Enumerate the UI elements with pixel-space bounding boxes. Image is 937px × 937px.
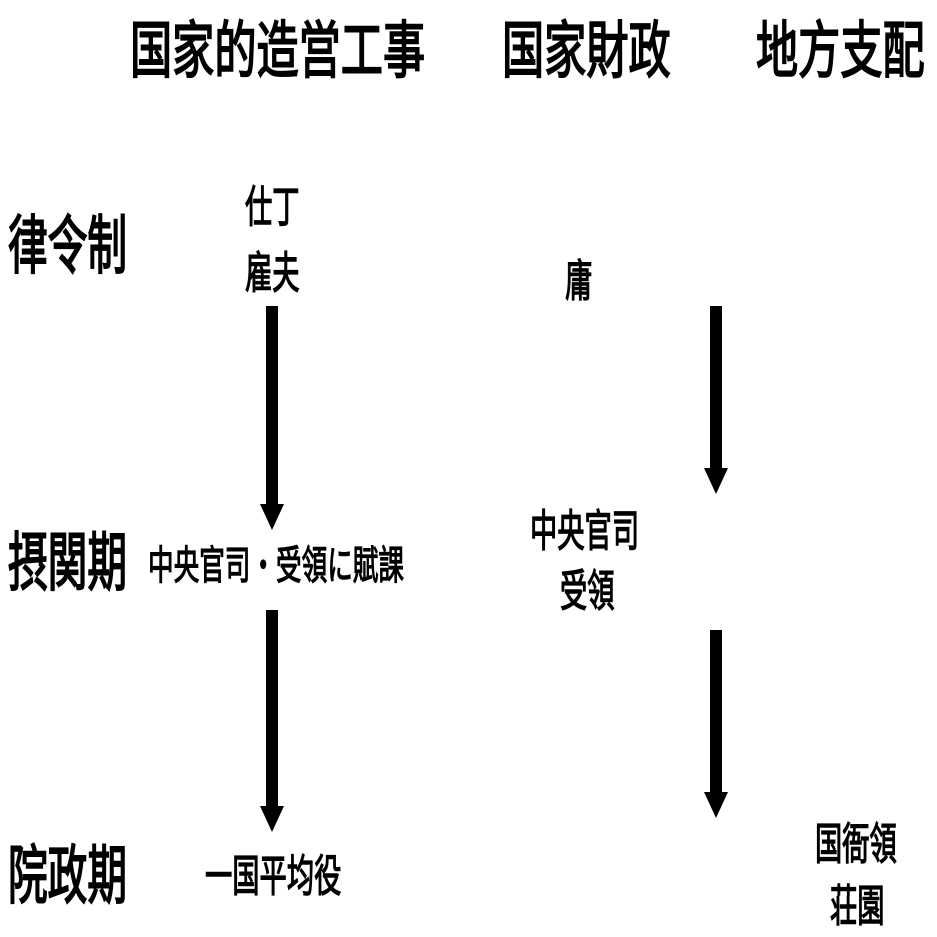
- cell-shichou: 仕丁: [245, 182, 300, 233]
- cell-kokugaryo: 国衙領: [815, 819, 897, 870]
- cell-you: 庸: [565, 256, 593, 307]
- column-header-construction: 国家的造営工事: [130, 14, 426, 87]
- row-label-sekkan: 摂関期: [8, 527, 128, 601]
- cell-ikkoku-heikinyaku: 一国平均役: [205, 851, 342, 902]
- cell-chuo-kanshi: 中央官司: [530, 506, 640, 557]
- arrow-down: [260, 610, 284, 832]
- row-label-insei: 院政期: [8, 840, 128, 914]
- cell-kofu: 雇夫: [245, 248, 300, 299]
- arrow-down: [704, 630, 728, 818]
- cell-shoen: 荘園: [830, 881, 885, 932]
- arrow-down: [260, 306, 284, 530]
- column-header-local: 地方支配: [756, 14, 925, 87]
- arrow-down: [704, 306, 728, 494]
- row-label-ritsuryo: 律令制: [8, 210, 128, 284]
- column-header-finance: 国家財政: [502, 14, 671, 87]
- cell-sekkan-construction: 中央官司・受領に賦課: [148, 543, 404, 589]
- cell-zuryo: 受領: [560, 566, 615, 617]
